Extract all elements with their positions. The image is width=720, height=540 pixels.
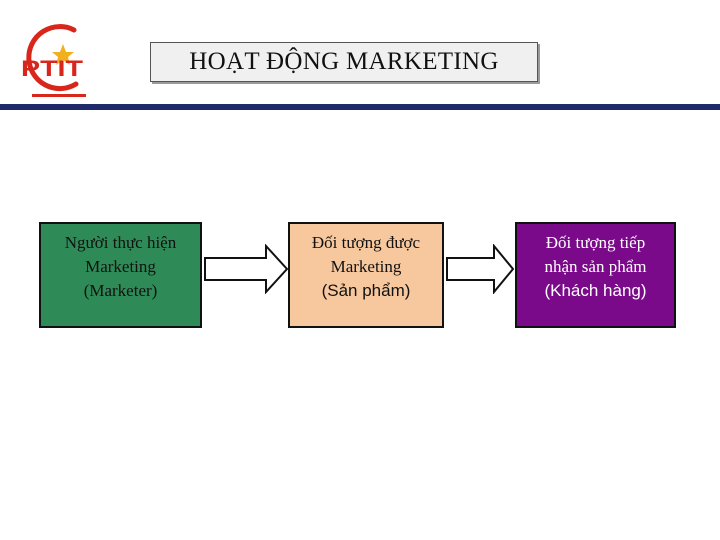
arrow-right-icon xyxy=(446,244,514,294)
customer-box: Đối tượng tiếp nhận sản phẩm (Khách hàng… xyxy=(515,222,676,328)
product-box: Đối tượng được Marketing (Sản phẩm) xyxy=(288,222,444,328)
product-line-2: Marketing xyxy=(330,257,402,276)
logo-text: PTIT xyxy=(21,56,84,81)
customer-line-2: nhận sản phẩm xyxy=(544,257,647,276)
customer-line-3: (Khách hàng) xyxy=(544,281,647,300)
arrow-right-icon xyxy=(204,244,288,294)
marketer-line-1: Người thực hiện xyxy=(64,233,177,252)
ptit-logo-icon: PTIT xyxy=(21,24,86,97)
marketer-line-2: Marketing xyxy=(85,257,156,276)
header-divider xyxy=(0,104,720,110)
product-line-1: Đối tượng được xyxy=(311,233,421,252)
customer-line-1: Đối tượng tiếp xyxy=(545,233,646,252)
marketer-line-3: (Marketer) xyxy=(83,281,158,300)
page-title: HOẠT ĐỘNG MARKETING xyxy=(150,42,538,82)
product-line-3: (Sản phẩm) xyxy=(321,281,411,300)
marketer-box: Người thực hiện Marketing (Marketer) xyxy=(39,222,202,328)
